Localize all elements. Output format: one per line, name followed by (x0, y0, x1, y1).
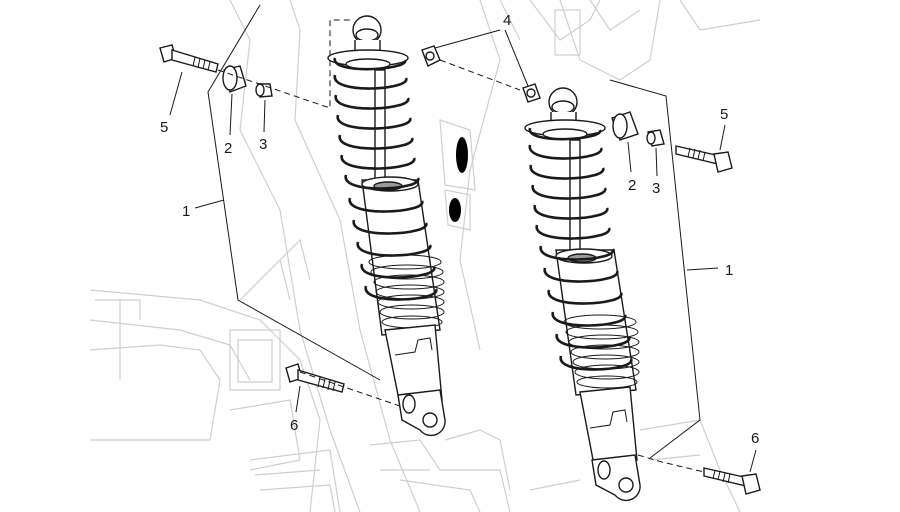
callout-1-right: 1 (725, 262, 733, 279)
damper-body-left (361, 179, 441, 336)
callout-5-right: 5 (720, 106, 728, 123)
bolt-6-left (285, 363, 345, 393)
nut-4-top (421, 45, 441, 67)
spacer-2-right (611, 111, 639, 141)
spacer-2-left (222, 65, 247, 93)
shock-absorber-right (524, 87, 641, 502)
callout-3-left: 3 (259, 136, 267, 153)
lower-tube-right (579, 386, 638, 466)
callout-6-right: 6 (751, 430, 759, 447)
callout-labels: 5 2 3 1 4 6 5 2 3 1 6 (160, 12, 759, 447)
damper-body-right (555, 249, 637, 396)
leader-lines (169, 4, 757, 473)
bottom-eye-right (591, 454, 641, 502)
coil-spring-right (528, 127, 633, 371)
assembly-lines (217, 19, 705, 473)
shock-absorber-left (327, 15, 446, 437)
bushing-3-left (255, 83, 273, 98)
bolt-5-right (675, 145, 733, 173)
callout-5-left: 5 (160, 119, 168, 136)
coil-spring-left (333, 57, 438, 301)
bushing-3-right (646, 129, 665, 147)
nut-4-right (522, 83, 541, 103)
bolt-5-left (159, 44, 219, 73)
callout-2-right: 2 (628, 177, 636, 194)
callout-3-right: 3 (652, 180, 660, 197)
callout-6-left: 6 (290, 417, 298, 434)
background-frame (89, 0, 761, 512)
callout-4-top: 4 (503, 12, 511, 29)
callout-2-left: 2 (224, 140, 232, 157)
bolt-6-right (703, 467, 761, 495)
callout-1-left: 1 (182, 203, 190, 220)
